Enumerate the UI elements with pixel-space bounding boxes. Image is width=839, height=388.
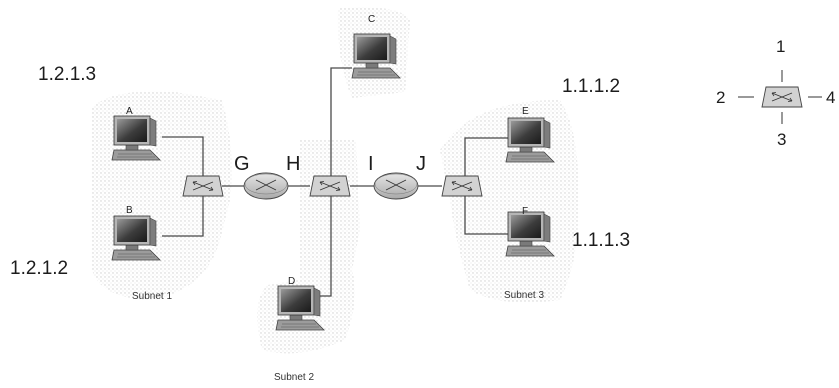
host-e-label: E — [522, 106, 529, 117]
host-a-address: 1.2.1.3 — [38, 64, 96, 85]
computer-icon — [506, 212, 554, 256]
port-4-label: 4 — [826, 88, 835, 107]
host-c-label: C — [368, 14, 375, 25]
computer-icon — [112, 116, 160, 160]
interface-j-label: J — [416, 153, 426, 175]
host-e-address: 1.1.1.2 — [562, 76, 620, 97]
host-f-address: 1.1.1.3 — [572, 230, 630, 251]
computer-icon — [352, 34, 400, 78]
port-3-label: 3 — [777, 130, 786, 149]
computer-icon — [112, 216, 160, 260]
host-a-label: A — [126, 106, 133, 117]
router-icon — [244, 173, 288, 199]
interface-h-label: H — [286, 153, 300, 175]
host-d-label: D — [288, 276, 295, 287]
computer-icon — [506, 118, 554, 162]
host-b-label: B — [126, 205, 133, 216]
host-f-label: F — [522, 206, 528, 217]
switch-icon — [442, 176, 482, 196]
switch-icon — [183, 176, 223, 196]
router-icon — [374, 173, 418, 199]
switch-icon — [762, 87, 802, 107]
subnet-1-label: Subnet 1 — [132, 291, 172, 302]
switch-port-legend: 1 2 3 4 — [716, 37, 835, 149]
computer-icon — [276, 286, 324, 330]
port-2-label: 2 — [716, 88, 725, 107]
interface-g-label: G — [234, 153, 250, 175]
host-b-address: 1.2.1.2 — [10, 258, 68, 279]
port-1-label: 1 — [776, 37, 785, 56]
subnet-2-label: Subnet 2 — [274, 372, 314, 383]
subnet-3-label: Subnet 3 — [504, 290, 544, 301]
interface-i-label: I — [368, 153, 374, 175]
switch-icon — [310, 176, 350, 196]
